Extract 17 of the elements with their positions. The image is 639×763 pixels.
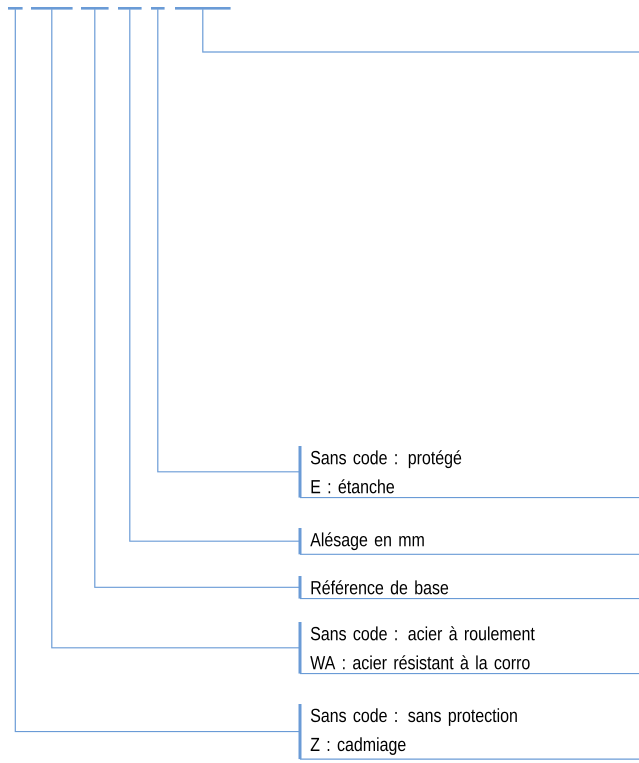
leader-line [51, 10, 300, 648]
leader-line [202, 10, 639, 53]
code-slot [8, 7, 23, 10]
leader-line [14, 10, 300, 732]
code-slot [31, 7, 73, 10]
callout-box: Sans code : protégé E : étanche [298, 446, 639, 498]
code-slot [81, 7, 109, 10]
callout-box: Sans code : acier à roulement WA : acier résistant à la corro [298, 622, 639, 674]
callout-box: Alésage en mm [298, 528, 639, 555]
callout-box: Référence de base [298, 576, 639, 600]
leader-line [157, 10, 300, 472]
callout-box: Sans code : sans protection Z : cadmiage [298, 704, 639, 760]
code-slot [118, 7, 142, 10]
code-slot [175, 7, 231, 10]
leader-line [129, 10, 300, 542]
leader-line [94, 10, 300, 588]
code-slot [151, 7, 165, 10]
